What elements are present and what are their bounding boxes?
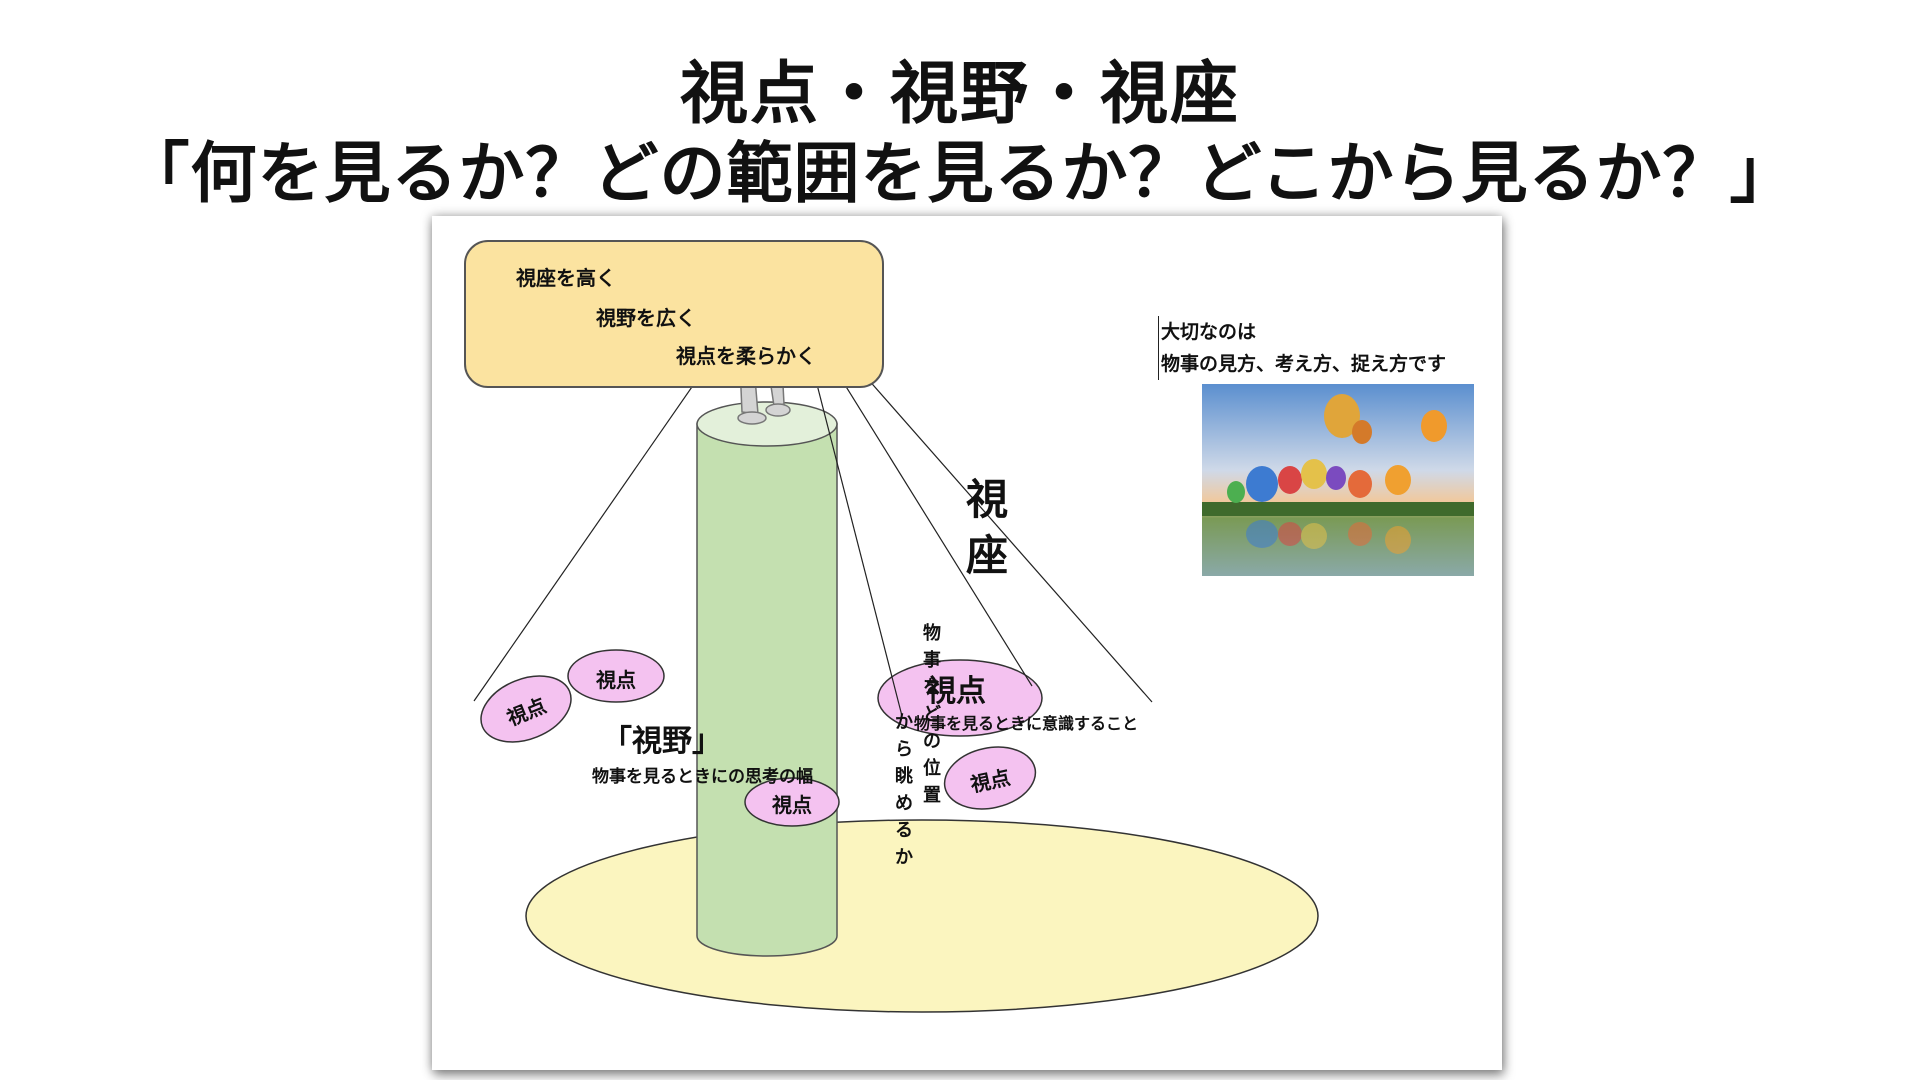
guide-line-raise-perspective: 視座を高く: [516, 266, 616, 290]
viewpoint-ellipse-large: [877, 659, 1043, 737]
viewpoint-ellipse: [567, 649, 665, 703]
slide-subtitle: 「何を見るか？どの範囲を見るか？どこから見るか？」: [123, 135, 1797, 212]
viewpoint-ellipse: [744, 777, 840, 827]
pillar-body: [696, 423, 838, 957]
guide-line-soften-viewpoint: 視点を柔らかく: [676, 344, 816, 368]
diagram-figure: 視座を高く 視野を広く 視点を柔らかく 大切なのは 物事の見方、考え方、捉え方で…: [432, 216, 1502, 1070]
pillar-label-char-1: 視: [966, 475, 1009, 524]
balloon-reflections: [1246, 520, 1411, 554]
field-of-view-ellipse: [525, 819, 1319, 1013]
pillar-caption-col-1: 物事をどの位置: [923, 623, 941, 806]
pillar-top: [696, 401, 838, 447]
field-caption: 物事を見るときにの思考の幅: [592, 767, 813, 787]
guide-line-widen-view: 視野を広く: [596, 306, 696, 330]
field-label: 「視野」: [602, 724, 722, 759]
viewpoint-ellipse: [943, 746, 1037, 810]
key-note: 大切なのは 物事の見方、考え方、捉え方です: [1158, 316, 1446, 380]
balloons: [1227, 394, 1447, 503]
pillar-label-char-2: 座: [966, 531, 1009, 580]
viewpoint-label: 視点: [596, 668, 636, 692]
pillar-caption-col-2: から眺めるか: [895, 712, 913, 868]
viewpoint-caption-large: 物事を見るときに意識すること: [914, 714, 1139, 733]
viewpoint-label-large: 視点: [926, 674, 986, 709]
viewpoint-ellipse: [480, 675, 572, 743]
viewpoint-label: 視点: [772, 793, 812, 817]
note-line-2: 物事の見方、考え方、捉え方です: [1161, 353, 1447, 375]
hot-air-balloon-photo: [1202, 384, 1474, 576]
guide-box: 視座を高く 視野を広く 視点を柔らかく: [464, 240, 884, 388]
slide-title: 視点・視野・視座: [679, 55, 1240, 134]
note-line-1: 大切なのは: [1161, 321, 1257, 343]
diagram-canvas: [473, 251, 1319, 1013]
